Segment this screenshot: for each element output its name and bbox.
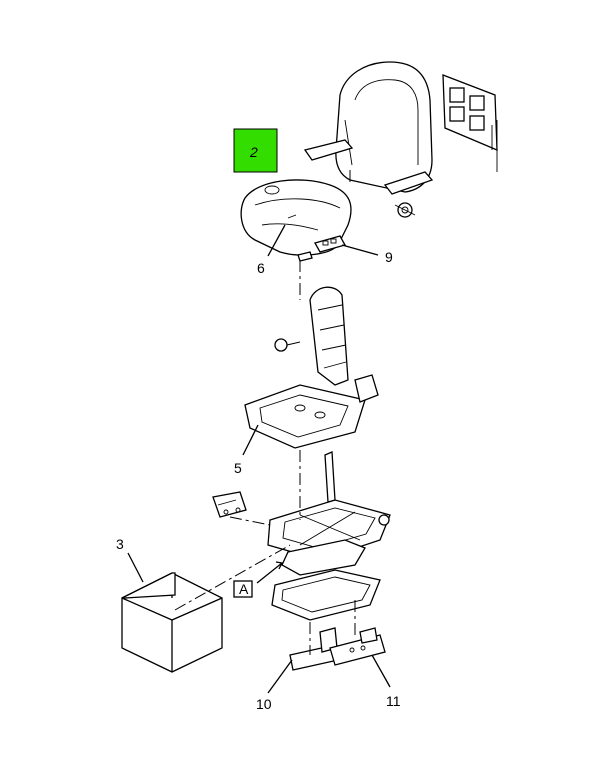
side-panel-bracket (442, 74, 498, 172)
callout-10[interactable]: 10 (256, 696, 272, 712)
arrow-a-head (275, 561, 283, 570)
leader-10 (267, 659, 293, 694)
centerline-small-bracket (229, 516, 271, 526)
callout-6[interactable]: 6 (257, 260, 265, 276)
leader-3 (127, 552, 144, 583)
view-a-box[interactable] (233, 580, 253, 598)
callout-9[interactable]: 9 (385, 249, 393, 265)
seat-assembly-top (303, 61, 434, 218)
seat-suspension (267, 451, 391, 621)
callout-11[interactable]: 11 (386, 693, 401, 709)
callout-2[interactable]: 2 (249, 144, 258, 160)
item-2-highlight[interactable] (233, 128, 278, 173)
small-bracket (212, 491, 247, 518)
mounting-brackets (289, 627, 386, 671)
leader-a (256, 562, 283, 584)
leader-6 (267, 224, 286, 257)
seat-cushion (240, 179, 352, 262)
callout-5[interactable]: 5 (234, 460, 242, 476)
leader-5 (242, 424, 259, 456)
item-3-box (121, 572, 223, 673)
centerline-box (174, 544, 291, 611)
callout-a[interactable]: A (239, 581, 249, 597)
seat-frame (244, 286, 379, 449)
callout-3[interactable]: 3 (116, 536, 124, 552)
leader-9 (341, 244, 379, 256)
leader-11 (371, 654, 391, 688)
